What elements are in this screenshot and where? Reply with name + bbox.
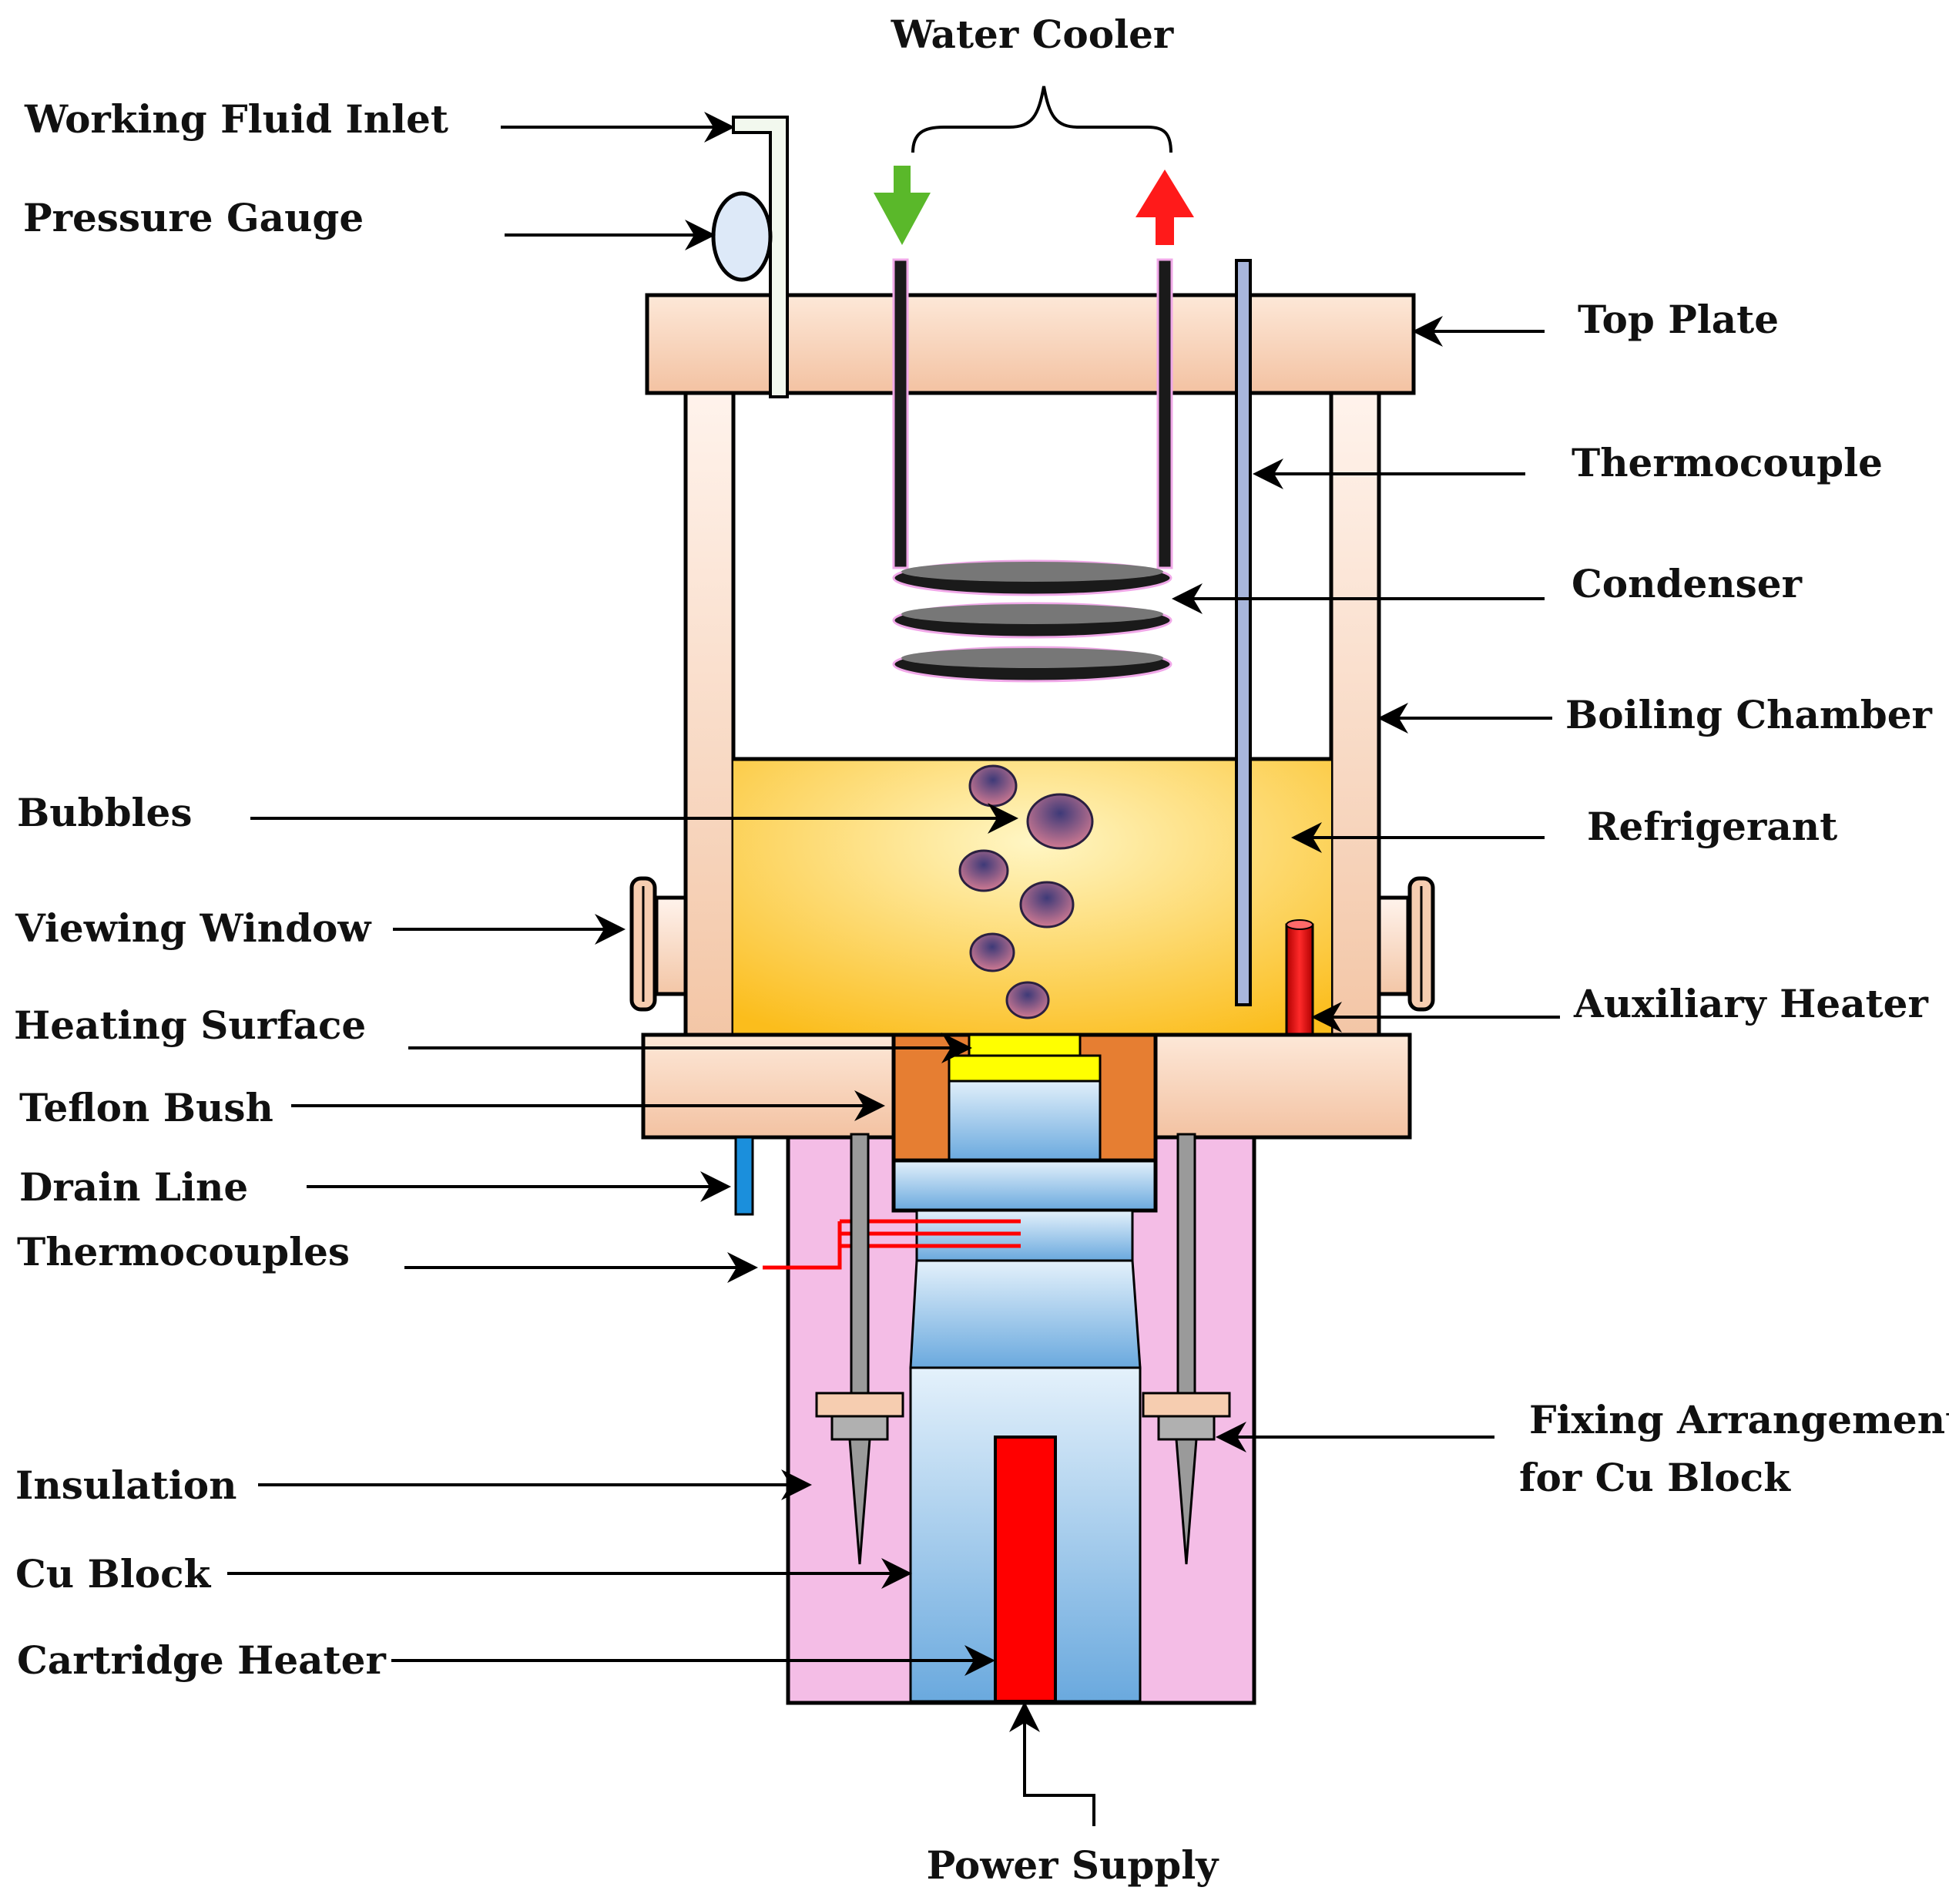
bubble — [1026, 793, 1094, 850]
viewing-window-left — [629, 876, 688, 1012]
fixing-arrangement-left — [815, 1133, 904, 1565]
fixing-arrangement-right — [1142, 1133, 1231, 1565]
label-condenser: Condenser — [1572, 561, 1803, 606]
coolant-outlet-arrow — [1136, 170, 1194, 245]
label-fixing-arrangement-line1: Fixing Arrangement — [1529, 1397, 1949, 1442]
label-auxiliary-heater: Auxiliary Heater — [1573, 981, 1928, 1026]
coolant-inlet-arrow — [874, 166, 931, 245]
pressure-gauge — [711, 191, 773, 282]
heating-surface — [968, 1033, 1082, 1057]
cartridge-heater — [994, 1436, 1057, 1703]
label-cartridge-heater: Cartridge Heater — [17, 1637, 386, 1683]
bubbles — [958, 764, 1094, 1019]
label-insulation: Insulation — [15, 1462, 236, 1508]
boiling-chamber-left-column — [683, 389, 736, 1039]
label-pressure-gauge: Pressure Gauge — [23, 195, 364, 240]
condenser-pipe-outlet — [1156, 258, 1173, 569]
cu-block-taper — [909, 1259, 1142, 1369]
label-refrigerant: Refrigerant — [1587, 804, 1837, 849]
bubble — [958, 849, 1009, 892]
boiling-chamber-right-column — [1329, 389, 1381, 1039]
label-working-fluid-inlet: Working Fluid Inlet — [24, 96, 448, 142]
bubble — [1005, 981, 1050, 1019]
cu-block-neck — [948, 1077, 1102, 1162]
label-top-plate: Top Plate — [1578, 297, 1779, 342]
label-boiling-chamber: Boiling Chamber — [1565, 692, 1933, 737]
drain-line — [734, 1136, 754, 1216]
auxiliary-heater-top — [1286, 919, 1313, 930]
label-viewing-window: Viewing Window — [15, 905, 372, 951]
label-water-cooler: Water Cooler — [891, 12, 1174, 57]
apparatus — [629, 116, 1435, 1705]
leader-lines — [227, 112, 1560, 1826]
auxiliary-heater — [1285, 923, 1314, 1038]
water-cooler-brace — [911, 86, 1172, 153]
cu-block-thermocouple-wires — [763, 1219, 1021, 1270]
labels: Water Cooler Working Fluid Inlet Pressur… — [14, 12, 1949, 1888]
bubble — [1019, 881, 1075, 928]
label-power-supply: Power Supply — [927, 1842, 1220, 1888]
label-thermocouples: Thermocouples — [17, 1229, 350, 1274]
condenser-pipe-inlet — [892, 258, 909, 569]
condenser-coils — [892, 559, 1172, 683]
label-drain-line: Drain Line — [19, 1164, 248, 1210]
label-cu-block: Cu Block — [15, 1551, 212, 1597]
bubble — [969, 932, 1015, 972]
label-bubbles: Bubbles — [17, 790, 193, 835]
heating-surface-base — [948, 1054, 1102, 1083]
top-plate — [645, 293, 1416, 395]
label-thermocouple: Thermocouple — [1572, 440, 1883, 485]
viewing-window-right — [1377, 876, 1435, 1012]
label-fixing-arrangement-line2: for Cu Block — [1519, 1455, 1791, 1500]
bubble — [968, 764, 1018, 808]
label-teflon-bush: Teflon Bush — [19, 1085, 273, 1130]
label-heating-surface: Heating Surface — [14, 1002, 366, 1048]
thermocouple-probe — [1235, 259, 1252, 1006]
cu-block-flange — [891, 1158, 1158, 1213]
